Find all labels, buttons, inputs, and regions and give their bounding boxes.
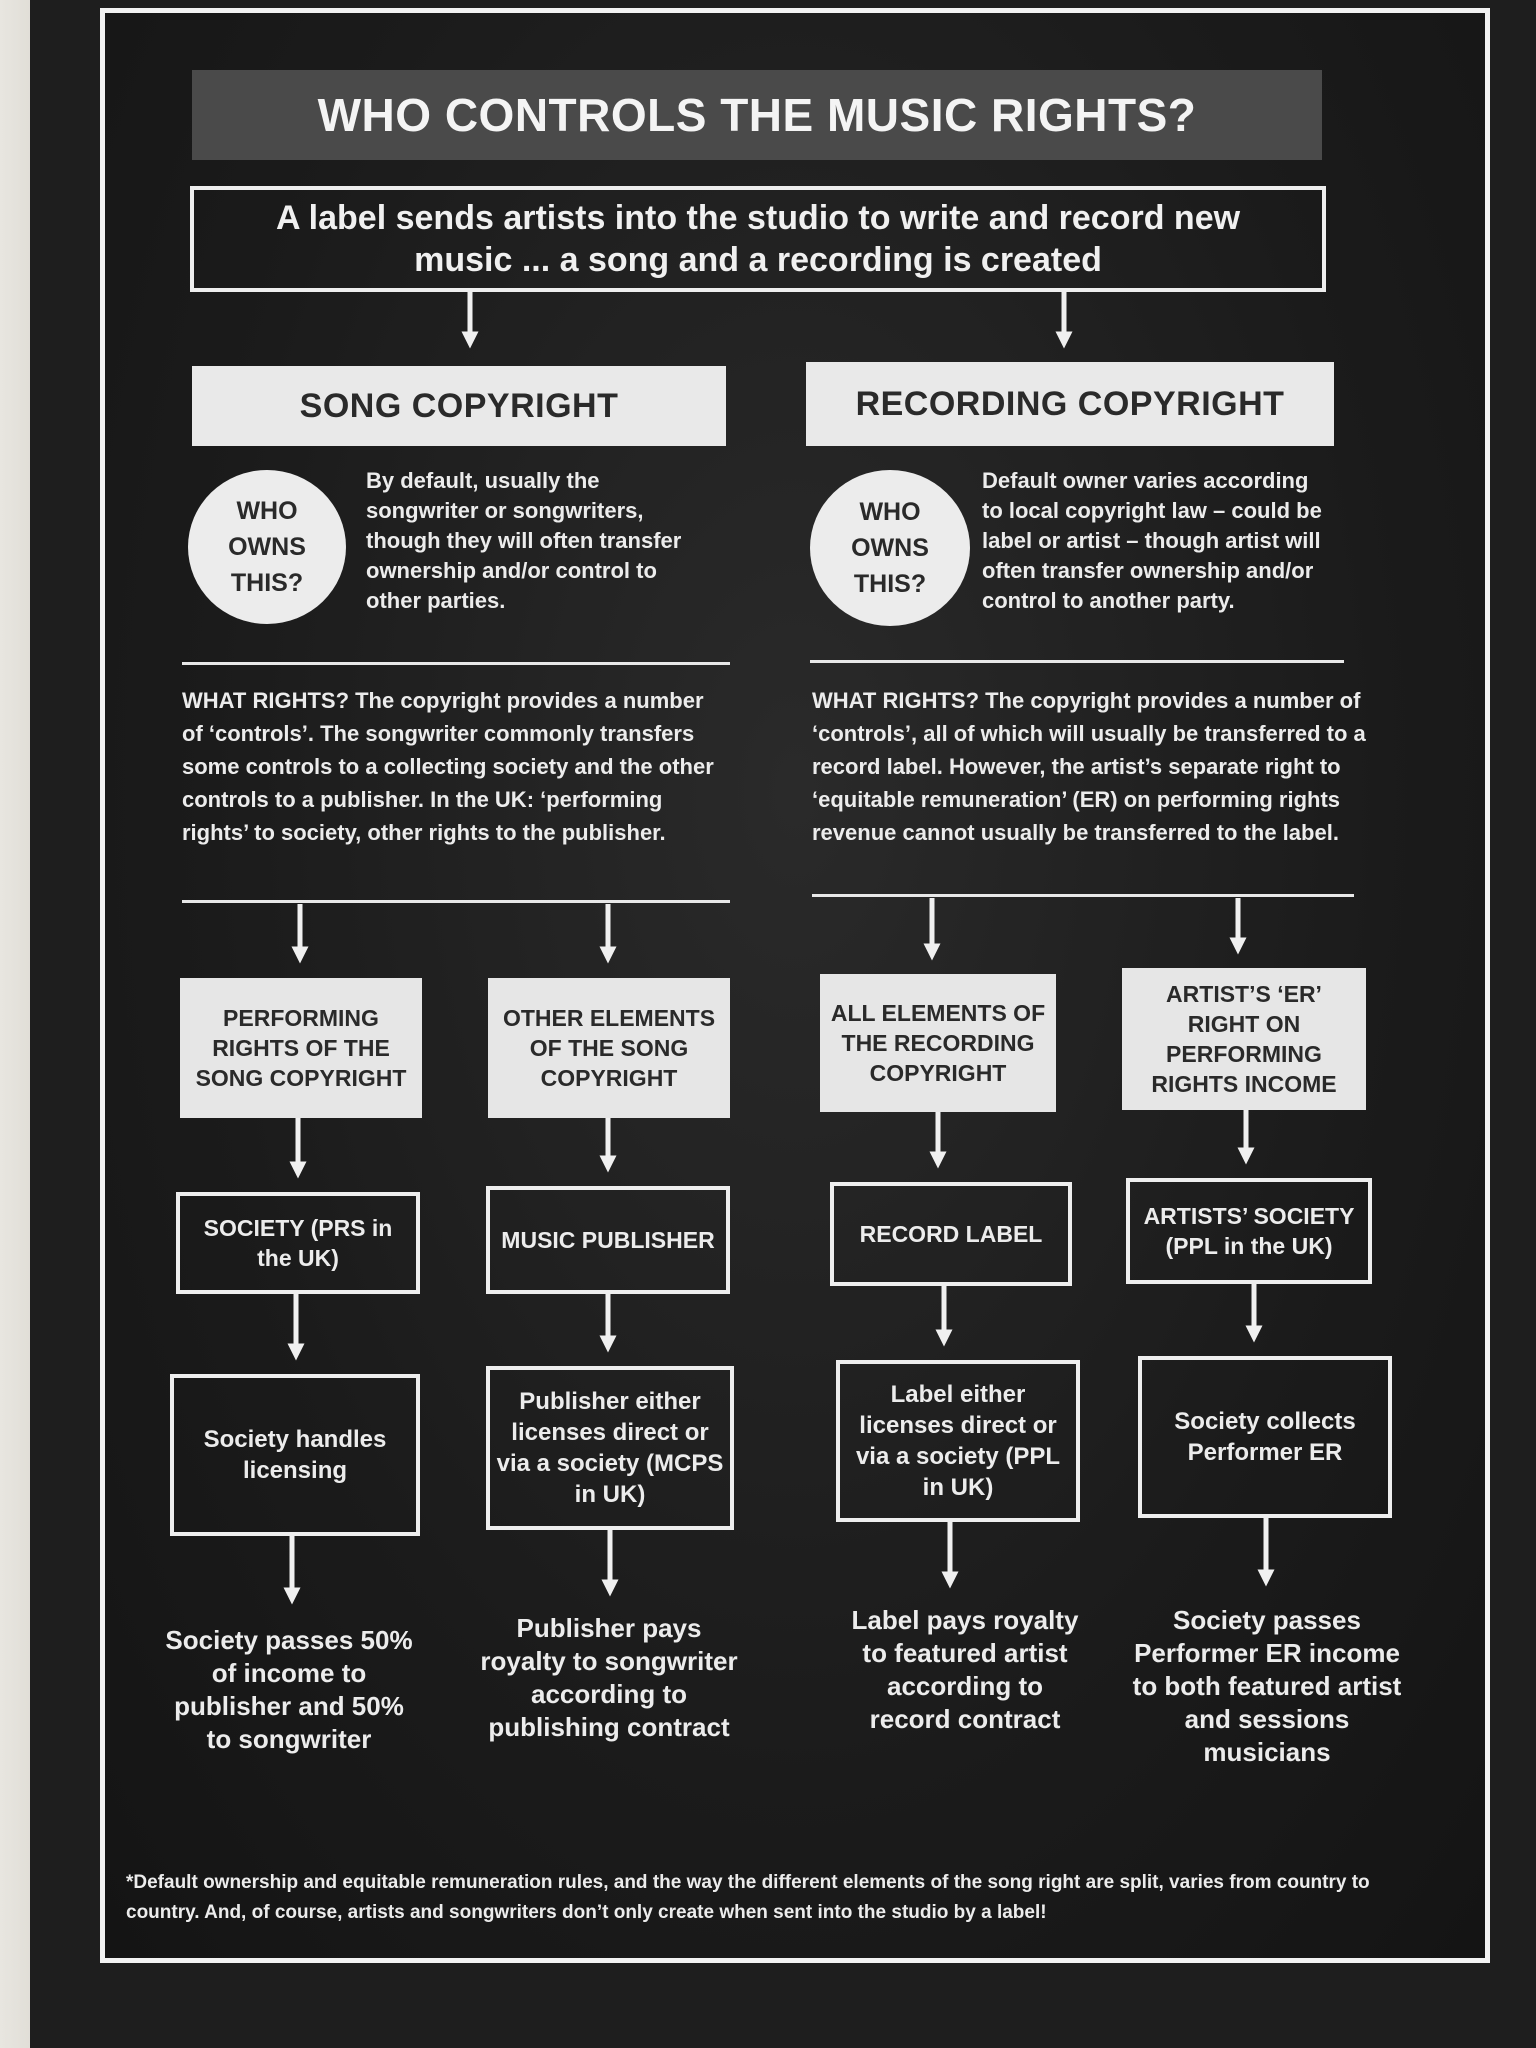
- recording-who-owns-circle: WHO OWNS THIS?: [810, 470, 970, 626]
- performing-rights-box: PERFORMING RIGHTS OF THE SONG COPYRIGHT: [180, 978, 422, 1118]
- recording-rights-text: WHAT RIGHTS? The copyright provides a nu…: [812, 688, 1366, 845]
- artists-society-result-text: Society passes Performer ER income to bo…: [1132, 1605, 1402, 1767]
- recording-owner-text: Default owner varies according to local …: [982, 468, 1322, 613]
- footnote: *Default ownership and equitable remuner…: [126, 1872, 1370, 1923]
- intro-box: A label sends artists into the studio to…: [190, 186, 1326, 292]
- publisher-result-text: Publisher pays royalty to songwriter acc…: [480, 1613, 738, 1742]
- recording-divider-lower: [812, 894, 1354, 897]
- song-rights-text: WHAT RIGHTS? The copyright provides a nu…: [182, 688, 714, 845]
- song-who-owns-circle: WHO OWNS THIS?: [188, 470, 346, 624]
- society-licensing-box: Society handles licensing: [170, 1374, 420, 1536]
- artists-society-box: ARTISTS’ SOCIETY (PPL in the UK): [1126, 1178, 1372, 1284]
- recording-elements-box: ALL ELEMENTS OF THE RECORDING COPYRIGHT: [820, 974, 1056, 1112]
- music-publisher-box: MUSIC PUBLISHER: [486, 1186, 730, 1294]
- song-divider-lower: [182, 900, 730, 903]
- page-title: WHO CONTROLS THE MUSIC RIGHTS?: [192, 70, 1322, 160]
- other-elements-box: OTHER ELEMENTS OF THE SONG COPYRIGHT: [488, 978, 730, 1118]
- label-result-text: Label pays royalty to featured artist ac…: [851, 1605, 1079, 1734]
- publisher-licensing-box: Publisher either licenses direct or via …: [486, 1366, 734, 1530]
- recording-copyright-heading: RECORDING COPYRIGHT: [806, 362, 1334, 446]
- song-copyright-heading: SONG COPYRIGHT: [192, 366, 726, 446]
- label-licensing-box: Label either licenses direct or via a so…: [836, 1360, 1080, 1522]
- song-divider: [182, 662, 730, 665]
- society-collects-box: Society collects Performer ER: [1138, 1356, 1392, 1518]
- society-result-text: Society passes 50% of income to publishe…: [165, 1625, 413, 1754]
- record-label-box: RECORD LABEL: [830, 1182, 1072, 1286]
- song-owner-text: By default, usually the songwriter or so…: [366, 468, 682, 613]
- artist-er-box: ARTIST’S ‘ER’ RIGHT ON PERFORMING RIGHTS…: [1122, 968, 1366, 1110]
- society-box: SOCIETY (PRS in the UK): [176, 1192, 420, 1294]
- recording-divider: [810, 660, 1344, 663]
